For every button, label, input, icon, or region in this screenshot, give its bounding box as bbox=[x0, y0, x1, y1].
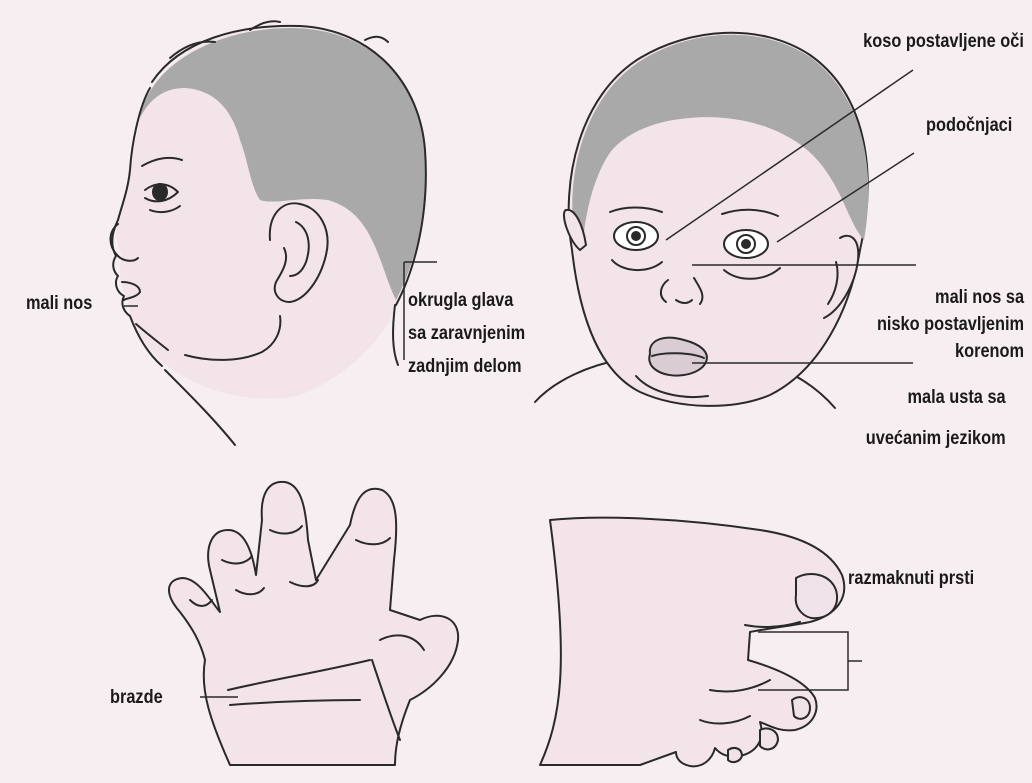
label-line: sa zaravnjenim bbox=[408, 320, 525, 347]
label-line: zadnjim delom bbox=[408, 353, 525, 380]
front-shoulders bbox=[535, 360, 620, 402]
front-pupil-right bbox=[742, 240, 750, 248]
label-line: podočnjaci bbox=[926, 112, 1012, 139]
label-okrugla-glava: okrugla glava sa zaravnjenim zadnjim del… bbox=[408, 287, 525, 380]
label-brazde: brazde bbox=[110, 684, 163, 711]
label-line: korenom bbox=[877, 338, 1024, 365]
foot-body bbox=[540, 518, 844, 767]
profile-head-illustration bbox=[111, 21, 426, 445]
foot-illustration bbox=[540, 518, 844, 767]
label-line: mali nos sa bbox=[877, 284, 1024, 311]
toe-nail bbox=[728, 748, 742, 762]
hand-palm bbox=[169, 482, 458, 765]
label-line: mali nos bbox=[26, 290, 92, 317]
label-mala-usta: mala usta sa uvećanim jezikom bbox=[866, 384, 1006, 452]
toe-nail bbox=[792, 697, 810, 719]
toe-nail bbox=[760, 728, 778, 749]
profile-neck-back bbox=[393, 305, 398, 365]
hair-wisp bbox=[365, 37, 388, 42]
label-razmaknuti-prsti: razmaknuti prsti bbox=[848, 565, 974, 592]
label-line: uvećanim jezikom bbox=[866, 425, 1006, 452]
front-face-illustration bbox=[535, 33, 868, 408]
label-mali-nos: mali nos bbox=[26, 290, 92, 317]
front-pupil-left bbox=[632, 232, 640, 240]
label-koso-oci: koso postavljene oči bbox=[863, 28, 1024, 55]
label-podocnjaci: podočnjaci bbox=[926, 112, 1012, 139]
profile-pupil bbox=[153, 184, 167, 200]
label-mali-nos-sa: mali nos sa nisko postavljenim korenom bbox=[877, 284, 1024, 365]
label-line: razmaknuti prsti bbox=[848, 565, 974, 592]
label-line: brazde bbox=[110, 684, 163, 711]
label-line: mala usta sa bbox=[866, 384, 1006, 411]
hand-illustration bbox=[169, 482, 458, 765]
big-toe-nail bbox=[796, 574, 837, 618]
label-line: okrugla glava bbox=[408, 287, 525, 314]
label-line: koso postavljene oči bbox=[863, 28, 1024, 55]
label-line: nisko postavljenim bbox=[877, 311, 1024, 338]
